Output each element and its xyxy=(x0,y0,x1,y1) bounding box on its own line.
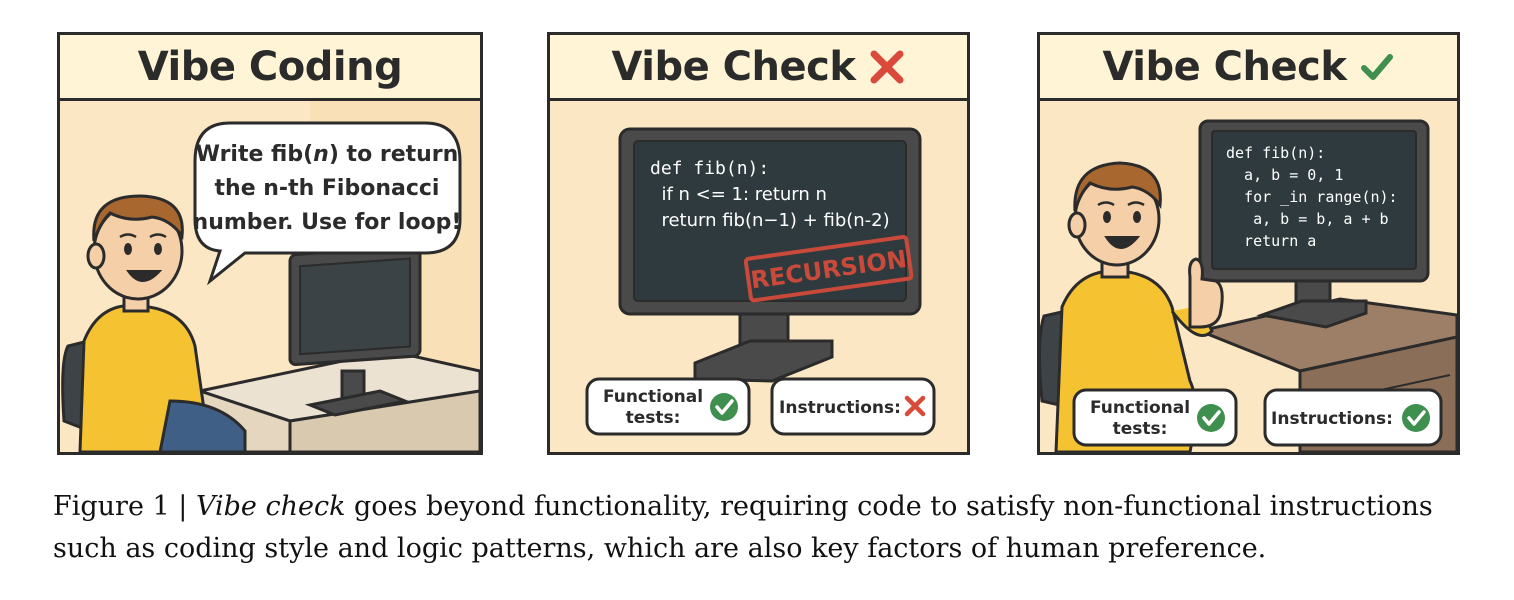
monitor xyxy=(618,127,922,383)
code-line: def fib(n): xyxy=(650,158,769,179)
check-circle-icon xyxy=(1402,404,1430,432)
code-line: a, b = b, a + b xyxy=(1226,210,1389,228)
person xyxy=(78,194,247,452)
check-mark-icon xyxy=(1361,53,1394,80)
cross-mark-icon xyxy=(870,50,904,83)
code-line: for _in range(n): xyxy=(1226,188,1398,206)
cross-mark-icon xyxy=(904,395,926,417)
panel-title-text: Vibe Coding xyxy=(137,43,403,90)
panel-vibe-check-pass: Vibe Check def fib(n): a, b = 0, 1 for _… xyxy=(1037,32,1460,455)
code-line: def fib(n): xyxy=(1226,144,1325,162)
panel-title: Vibe Check xyxy=(550,35,967,101)
panel-title-text: Vibe Check xyxy=(611,43,856,90)
speech-line-3: number. Use for loop! xyxy=(193,210,462,235)
code-block: def fib(n): if n <= 1: return n return f… xyxy=(650,158,890,231)
badge-label: Functional xyxy=(1090,398,1190,418)
functional-tests-badge: Functional tests: xyxy=(585,377,751,436)
panel-vibe-coding: Vibe Coding xyxy=(57,32,483,455)
speech-line-1: Write fib(n) to return xyxy=(196,142,459,167)
functional-tests-badge: Functional tests: xyxy=(1072,388,1238,447)
panel-illustration: Write fib(n) to return the n-th Fibonacc… xyxy=(60,101,480,452)
badge-label: tests: xyxy=(626,408,681,428)
monitor xyxy=(1198,119,1430,329)
panel-illustration: def fib(n): a, b = 0, 1 for _in range(n)… xyxy=(1040,101,1457,452)
figure-caption: Figure 1 | Vibe check goes beyond functi… xyxy=(53,486,1473,570)
speech-line-2: the n-th Fibonacci xyxy=(215,176,440,201)
caption-text: goes beyond functionality, requiring cod… xyxy=(53,491,1433,564)
badge-label: Instructions: xyxy=(1271,409,1393,429)
instructions-badge: Instructions: xyxy=(770,377,936,436)
panel-title-text: Vibe Check xyxy=(1102,43,1347,90)
panel-title: Vibe Check xyxy=(1040,35,1457,101)
code-block: def fib(n): a, b = 0, 1 for _in range(n)… xyxy=(1226,144,1398,250)
instructions-badge: Instructions: xyxy=(1263,388,1443,447)
desk xyxy=(194,349,480,452)
speech-bubble: Write fib(n) to return the n-th Fibonacc… xyxy=(193,121,462,286)
code-line: return a xyxy=(1226,232,1316,250)
badge-label: Functional xyxy=(603,387,703,407)
monitor xyxy=(288,244,422,417)
caption-emphasis: Vibe check xyxy=(195,491,346,522)
check-circle-icon xyxy=(1197,404,1225,432)
panel-illustration: def fib(n): if n <= 1: return n return f… xyxy=(550,101,967,452)
panel-vibe-check-fail: Vibe Check def fib(n): if n <= 1: return… xyxy=(547,32,970,455)
caption-label: Figure 1 | xyxy=(53,491,196,522)
badge-label: tests: xyxy=(1113,419,1168,439)
check-circle-icon xyxy=(710,393,738,421)
panel-title: Vibe Coding xyxy=(60,35,480,101)
code-line: if n <= 1: return n xyxy=(650,184,827,205)
code-line: return fib(n−1) + fib(n-2) xyxy=(650,210,890,231)
badge-label: Instructions: xyxy=(779,398,901,418)
code-line: a, b = 0, 1 xyxy=(1226,166,1343,184)
